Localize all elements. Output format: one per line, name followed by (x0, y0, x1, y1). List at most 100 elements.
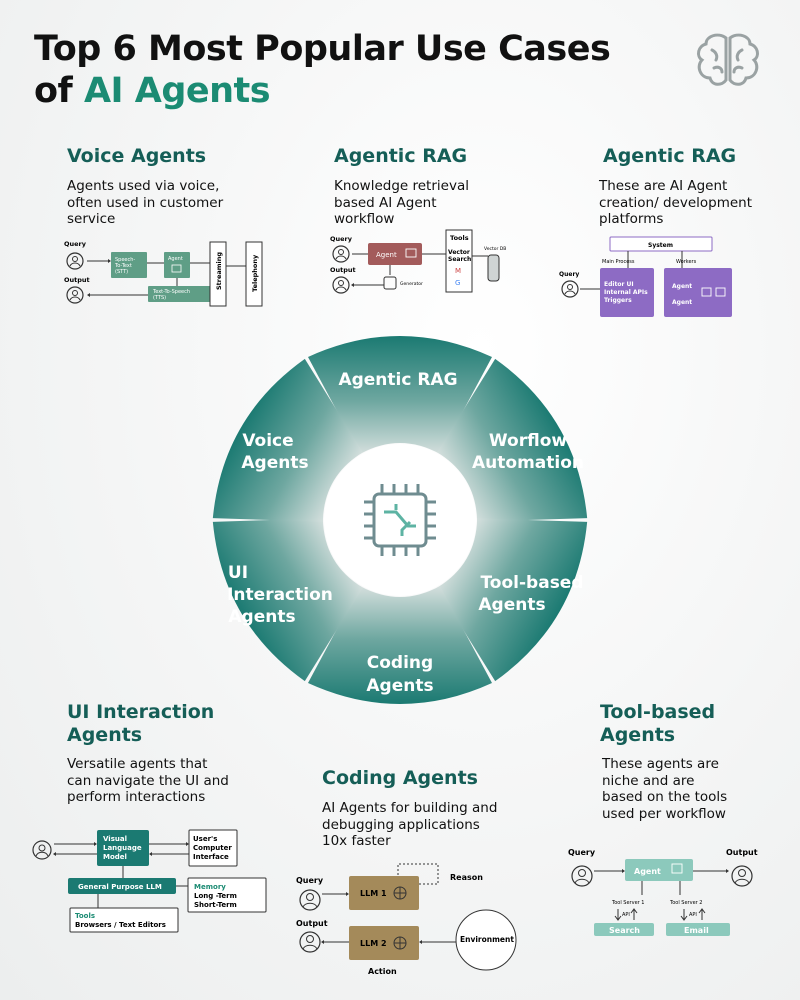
svg-text:To-Text: To-Text (114, 263, 132, 269)
title-line-2: of AI Agents (34, 71, 271, 111)
robot-icon (701, 287, 712, 297)
coding-diagram: Query Output LLM 1 Reason LLM 2 Action E… (296, 863, 517, 976)
svg-text:Tool Server 2: Tool Server 2 (669, 900, 702, 906)
svg-text:Internal APIs: Internal APIs (604, 289, 648, 296)
svg-text:Output: Output (726, 848, 758, 857)
svg-text:Language: Language (103, 844, 142, 852)
svg-text:G: G (455, 279, 460, 287)
robot-icon (405, 248, 417, 258)
svg-text:Tool Server 1: Tool Server 1 (611, 900, 644, 906)
svg-text:Streaming: Streaming (215, 252, 223, 290)
petal-ui-label-2: Interaction (227, 585, 333, 605)
user-icon (299, 931, 321, 953)
svg-text:Reason: Reason (450, 873, 483, 882)
petal-tool-label-2: Agents (478, 595, 545, 615)
svg-text:Model: Model (103, 853, 127, 861)
title-accent: AI Agents (83, 71, 271, 111)
user-icon (66, 286, 84, 304)
tool-diagram: Query Agent Output Tool Server 1 Tool Se… (568, 848, 758, 936)
petal-voice-label-1: Voice (242, 431, 293, 451)
svg-text:Agent: Agent (672, 299, 692, 306)
petal-coding-label-2: Agents (366, 676, 433, 696)
svg-text:Query: Query (559, 271, 579, 278)
svg-text:Text-To-Speech: Text-To-Speech (152, 289, 190, 295)
petal-workflow-label-1: Worflow (489, 431, 567, 451)
petal-rag-label: Agentic RAG (338, 370, 457, 390)
svg-text:LLM 1: LLM 1 (360, 889, 387, 898)
coding-heading: Coding Agents (322, 767, 478, 789)
svg-text:Telephony: Telephony (251, 254, 259, 292)
svg-text:Triggers: Triggers (604, 297, 632, 304)
petal-voice-label-2: Agents (241, 453, 308, 473)
svg-text:(STT): (STT) (115, 269, 128, 275)
svg-text:Generator: Generator (400, 281, 423, 287)
brain-icon (697, 33, 759, 86)
svg-text:Search: Search (448, 256, 471, 263)
svg-text:Output: Output (296, 919, 328, 928)
svg-text:Tools: Tools (450, 234, 469, 242)
svg-text:Computer: Computer (193, 844, 232, 852)
svg-text:Environment: Environment (460, 935, 514, 944)
svg-text:System: System (648, 242, 673, 249)
svg-text:Interface: Interface (193, 853, 229, 861)
platform-diagram: System Main Process Workers Query Editor… (559, 236, 732, 317)
svg-text:API: API (622, 912, 630, 918)
robot-icon (671, 863, 683, 874)
svg-text:(TTS): (TTS) (153, 295, 166, 301)
voice-heading: Voice Agents (67, 145, 207, 167)
petal-coding-label-1: Coding (367, 653, 433, 673)
user-icon (32, 840, 52, 860)
rag-diagram: Query Output Agent Generator Tools Vecto… (330, 229, 506, 294)
voice-query-label: Query (64, 240, 87, 248)
petal-tool-label-1: Tool-based (480, 573, 583, 593)
ui-diagram: Visual Language Model User's Computer In… (32, 829, 267, 933)
svg-text:Memory: Memory (194, 883, 226, 891)
robot-icon (715, 287, 726, 297)
petal-ui-label-1: UI (228, 563, 248, 583)
svg-text:Long -Term: Long -Term (194, 892, 237, 900)
page-title: Top 6 Most Popular Use Cases of AI Agent… (34, 28, 611, 112)
voice-output-label: Output (64, 276, 90, 284)
platform-heading: Agentic RAG (603, 145, 737, 167)
svg-text:Query: Query (568, 848, 596, 857)
voice-diagram: Query Output Speech- To-Text (STT) Agent… (64, 240, 263, 307)
svg-text:Query: Query (296, 876, 324, 885)
svg-text:Speech-: Speech- (115, 257, 135, 263)
svg-text:LLM 2: LLM 2 (360, 939, 387, 948)
voice-description: Agents used via voice,often used in cust… (67, 178, 224, 227)
svg-text:Tools: Tools (75, 912, 95, 920)
brain-icon (393, 936, 407, 950)
chip-icon (364, 484, 436, 556)
user-icon (571, 865, 593, 887)
svg-text:Agent: Agent (672, 283, 692, 290)
petal-workflow-label-2: Automation (472, 453, 584, 473)
svg-text:Query: Query (330, 235, 353, 243)
svg-text:Vector: Vector (448, 249, 470, 256)
svg-text:Workers: Workers (676, 259, 697, 265)
svg-text:Agent: Agent (168, 256, 183, 262)
svg-text:Agent: Agent (376, 251, 397, 259)
svg-text:Browsers / Text Editors: Browsers / Text Editors (75, 921, 166, 929)
svg-text:Visual: Visual (103, 835, 127, 843)
brain-icon (393, 886, 407, 900)
robot-icon (171, 264, 182, 273)
user-icon (561, 280, 579, 298)
user-icon (332, 276, 350, 294)
svg-text:Main Process: Main Process (602, 259, 635, 265)
user-icon (66, 252, 84, 270)
svg-text:API: API (689, 912, 697, 918)
title-line-1: Top 6 Most Popular Use Cases (34, 29, 611, 69)
svg-text:Short-Term: Short-Term (194, 901, 237, 909)
svg-text:User's: User's (193, 835, 217, 843)
petal-ui-label-3: Agents (228, 607, 295, 627)
user-icon (731, 865, 753, 887)
rag-heading: Agentic RAG (334, 145, 468, 167)
svg-text:Vector DB: Vector DB (484, 246, 506, 252)
